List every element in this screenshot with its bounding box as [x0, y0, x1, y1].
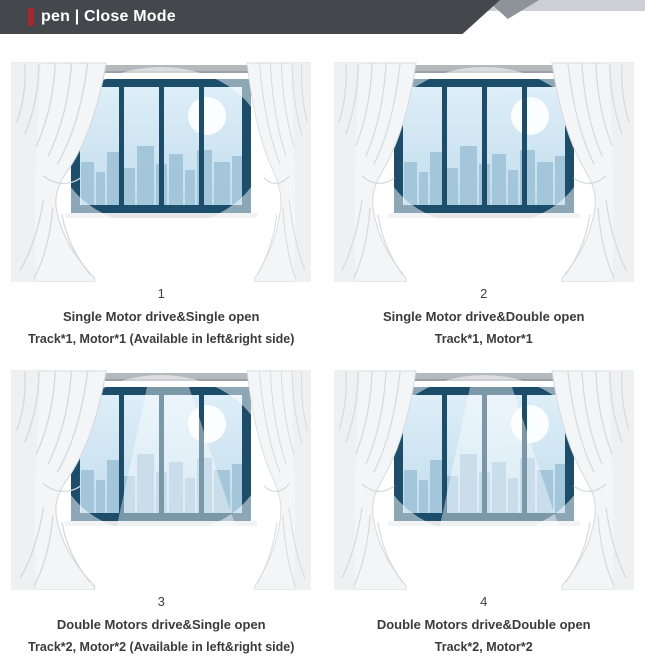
header-banner: pen | Close Mode: [0, 0, 645, 34]
curtain-window-illustration: [11, 358, 311, 590]
mode-title: Double Motors drive&Single open: [57, 617, 266, 632]
mode-title: Single Motor drive&Double open: [383, 309, 585, 324]
page-title: pen | Close Mode: [41, 0, 176, 34]
curtain-window-illustration: [334, 50, 634, 282]
mode-subtitle: Track*1, Motor*1: [435, 332, 533, 346]
curtain-right: [247, 371, 311, 590]
mode-title: Single Motor drive&Single open: [63, 309, 259, 324]
mode-subtitle: Track*2, Motor*2 (Available in left&righ…: [28, 640, 294, 654]
mode-title: Double Motors drive&Double open: [377, 617, 591, 632]
curtain-window-illustration: [11, 50, 311, 282]
mode-panel-1: 1 Single Motor drive&Single open Track*1…: [0, 50, 323, 354]
curtain-right: [247, 63, 311, 282]
moon: [511, 97, 549, 135]
mode-number: 2: [480, 286, 487, 301]
floor-glow: [389, 257, 579, 282]
moon: [188, 97, 226, 135]
mode-number: 1: [158, 286, 165, 301]
mode-panel-3: 3 Double Motors drive&Single open Track*…: [0, 358, 323, 662]
modes-grid: 1 Single Motor drive&Single open Track*1…: [0, 34, 645, 662]
header-accent-bar: [28, 8, 34, 26]
mode-subtitle: Track*1, Motor*1 (Available in left&righ…: [28, 332, 294, 346]
mode-number: 4: [480, 594, 487, 609]
mode-subtitle: Track*2, Motor*2: [435, 640, 533, 654]
mode-panel-2: 2 Single Motor drive&Double open Track*1…: [323, 50, 645, 354]
curtain-window-illustration: [334, 358, 634, 590]
mode-panel-4: 4 Double Motors drive&Double open Track*…: [323, 358, 645, 662]
mode-number: 3: [158, 594, 165, 609]
